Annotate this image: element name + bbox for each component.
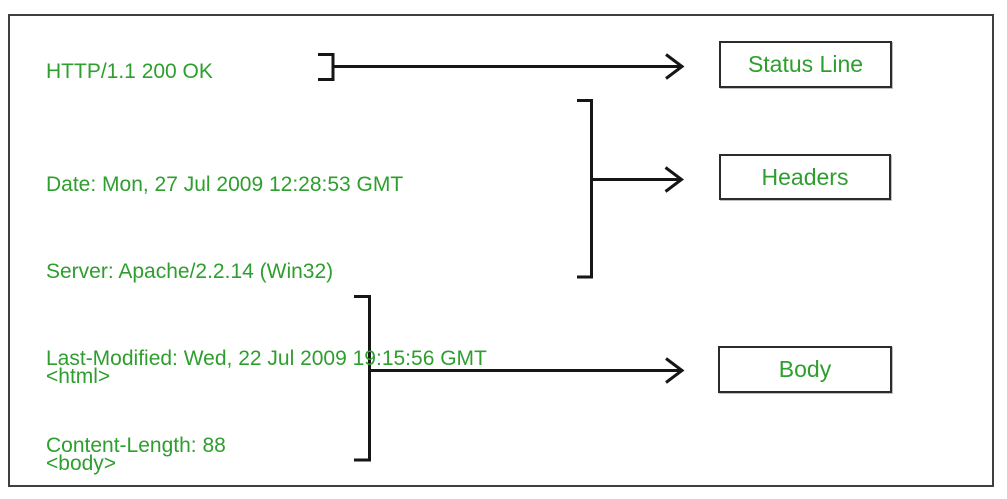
header-line-last-modified: Last-Modified: Wed, 22 Jul 2009 19:15:56… — [46, 347, 487, 370]
status-line-label-box: Status Line — [719, 41, 892, 88]
body-block: <html> <body> <h1>Hello, World!</h1> </b… — [46, 304, 267, 499]
body-label: Body — [778, 356, 832, 382]
header-line-date: Date: Mon, 27 Jul 2009 12:28:53 GMT — [46, 173, 404, 196]
body-line-body-open: <body> — [46, 452, 117, 475]
body-line-html-open: <html> — [46, 365, 111, 388]
diagram-frame — [8, 14, 994, 487]
header-line-content-length: Content-Length: 88 — [46, 434, 226, 457]
body-label-box: Body — [718, 346, 892, 393]
header-line-server: Server: Apache/2.2.14 (Win32) — [46, 260, 334, 283]
headers-label-box: Headers — [719, 154, 891, 200]
status-line-label: Status Line — [747, 51, 864, 77]
headers-label: Headers — [761, 163, 849, 190]
headers-block: Date: Mon, 27 Jul 2009 12:28:53 GMT Serv… — [46, 112, 487, 499]
status-line-text: HTTP/1.1 200 OK — [46, 60, 213, 83]
